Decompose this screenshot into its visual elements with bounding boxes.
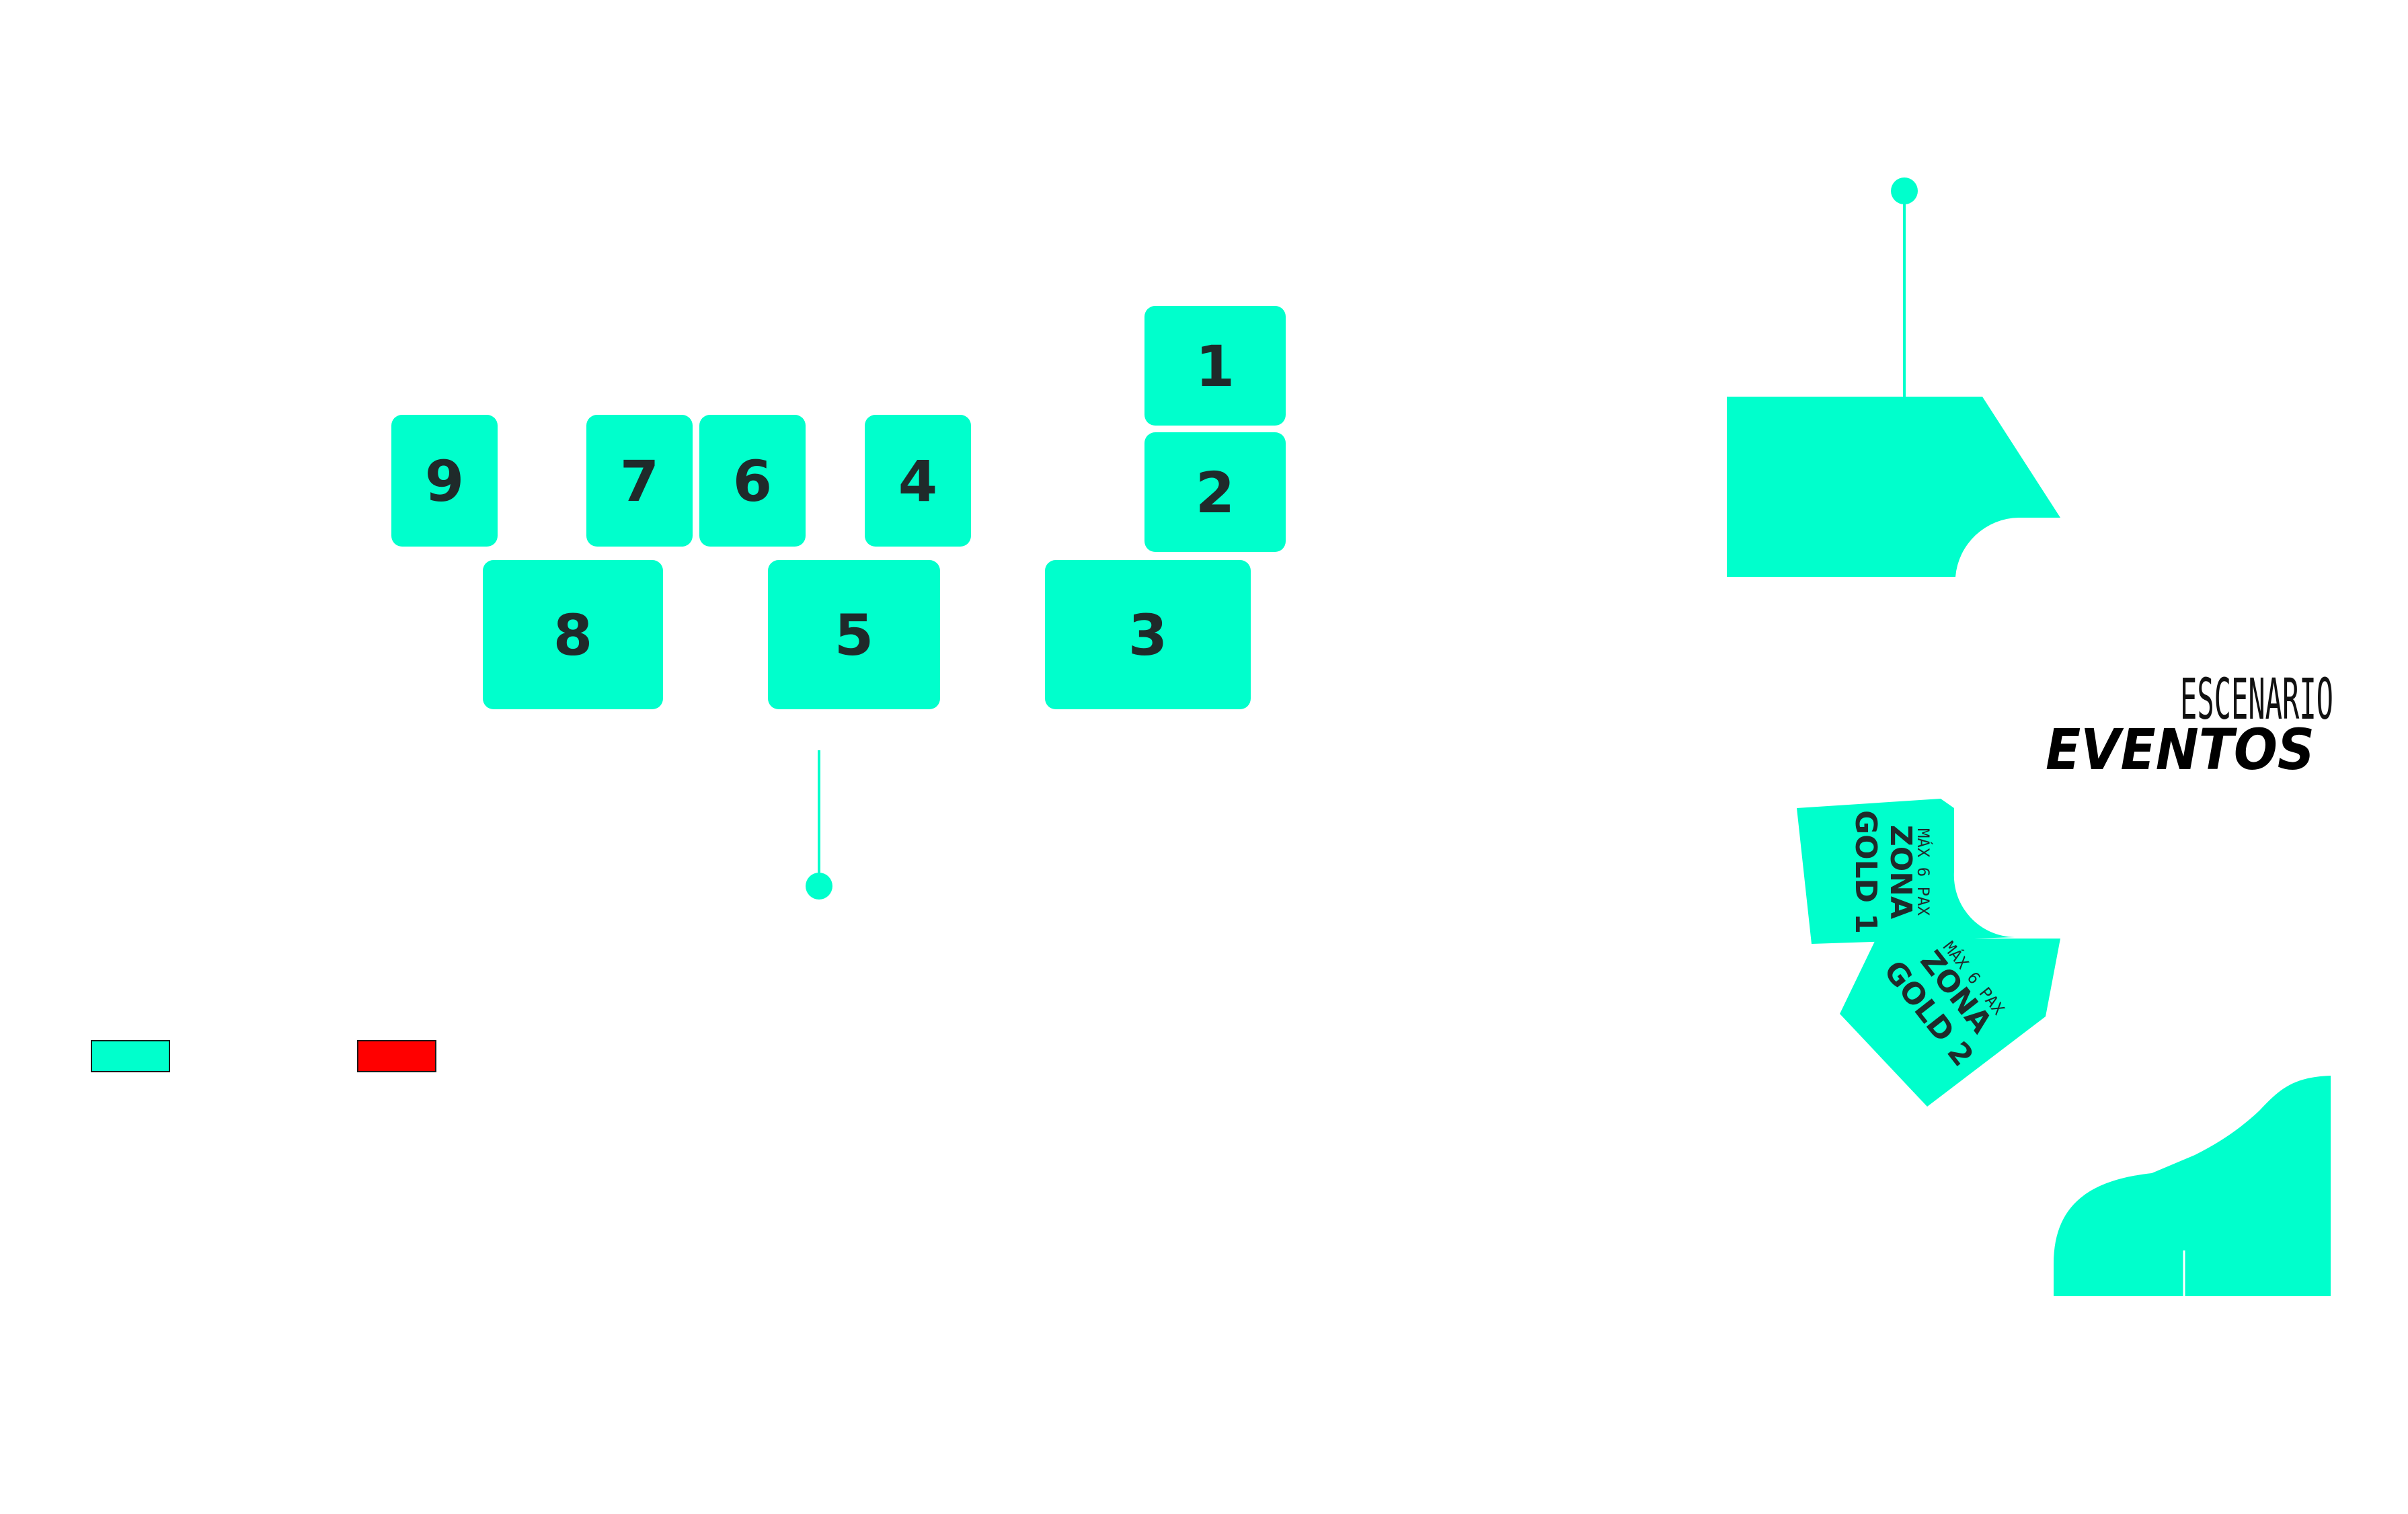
legend: [91, 1040, 436, 1072]
upper-zone-area[interactable]: [1727, 397, 2060, 577]
stage-connector-pin: [1891, 177, 1918, 398]
table-4-label: 4: [898, 448, 937, 514]
table-3-label: 3: [1128, 602, 1167, 668]
table-9[interactable]: 9: [391, 415, 498, 547]
legend-unavailable-swatch: [357, 1040, 436, 1072]
table-8[interactable]: 8: [483, 560, 663, 709]
zona-gold-1-title-line2: GOLD 1: [1849, 810, 1883, 934]
table-9-label: 9: [425, 448, 464, 514]
tables-connector-pin: [806, 750, 832, 900]
table-2-label: 2: [1196, 460, 1235, 526]
lower-zone-area[interactable]: [2054, 1076, 2331, 1296]
stage-subtitle: EVENTOS: [2046, 717, 2315, 783]
table-7-label: 7: [620, 448, 659, 514]
stage-title: ESCENARIO: [2180, 666, 2333, 732]
stage-label: ESCENARIO EVENTOS: [2046, 666, 2333, 783]
table-2[interactable]: 2: [1144, 432, 1286, 552]
table-1[interactable]: 1: [1144, 306, 1286, 426]
table-5-label: 5: [834, 602, 873, 668]
zona-gold-1-title-line1: ZONA: [1883, 825, 1918, 919]
legend-available-swatch: [91, 1040, 170, 1072]
zona-gold-1-capacity: MÁX 6 PAX: [1914, 828, 1933, 916]
table-6[interactable]: 6: [699, 415, 806, 547]
table-1-label: 1: [1196, 333, 1235, 399]
table-7[interactable]: 7: [586, 415, 693, 547]
table-8-label: 8: [553, 602, 592, 668]
table-5[interactable]: 5: [768, 560, 940, 709]
table-4[interactable]: 4: [865, 415, 971, 547]
table-6-label: 6: [733, 448, 772, 514]
table-3[interactable]: 3: [1045, 560, 1251, 709]
zona-gold-1[interactable]: MÁX 6 PAX ZONA GOLD 1: [1797, 799, 2015, 944]
zona-gold-2[interactable]: MÁX 6 PAX ZONA GOLD 2: [1840, 923, 2060, 1107]
